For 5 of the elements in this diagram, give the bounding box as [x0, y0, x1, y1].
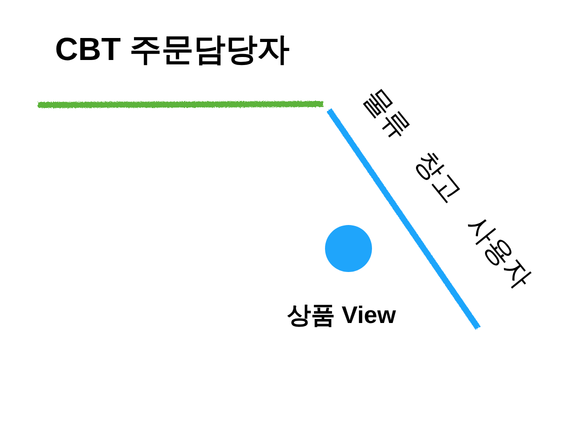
rotated-label: 창고 — [410, 146, 466, 208]
dot-caption: 상품 View — [287, 302, 396, 330]
rotated-label: 물류 — [358, 83, 416, 145]
heading-label: CBT 주문담당자 — [55, 31, 290, 68]
point-dot — [325, 225, 372, 272]
